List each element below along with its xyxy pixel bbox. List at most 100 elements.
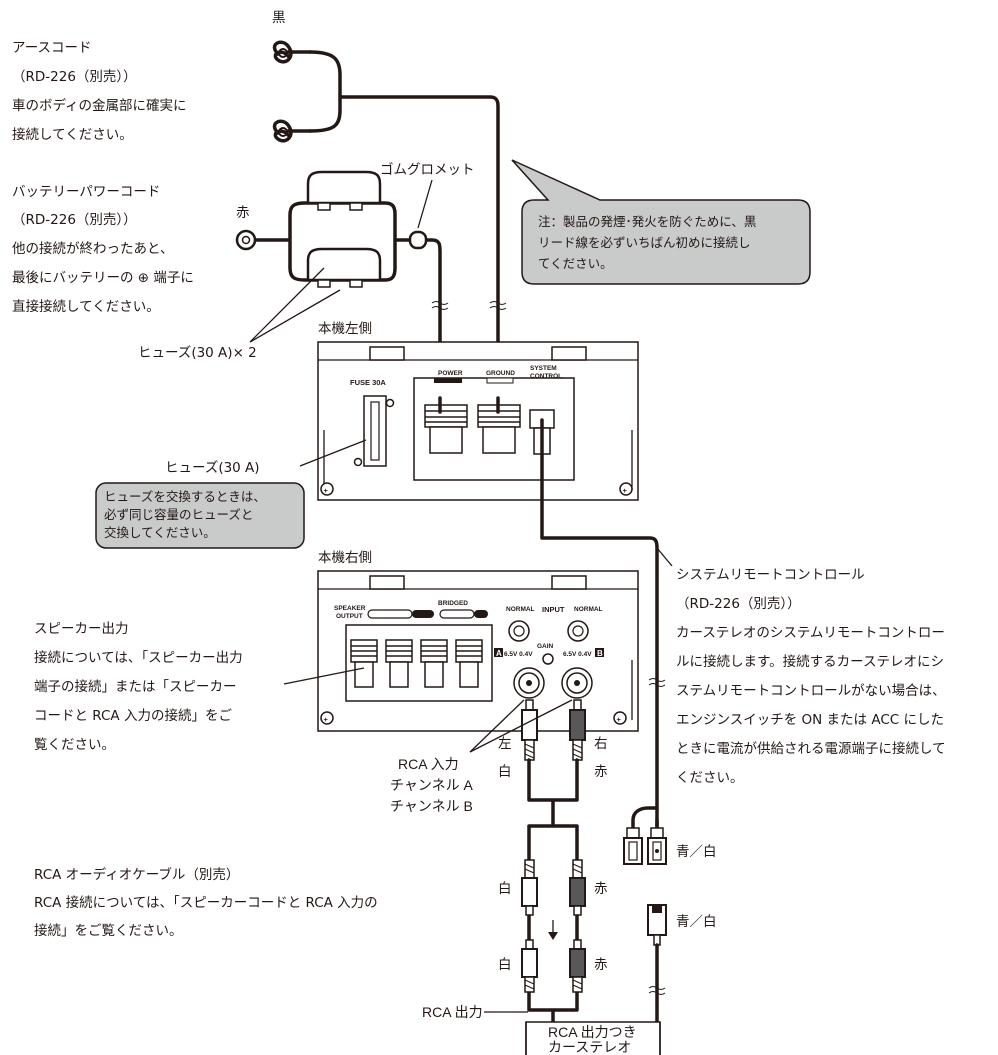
fuse-x2-label: ヒューズ(30 A)× 2 <box>138 345 257 361</box>
svg-text:+: + <box>324 715 329 724</box>
speaker-output-title: スピーカー出力 <box>34 621 129 637</box>
earth-cord-model: （RD-226（別売）） <box>12 69 137 85</box>
control-label: CONTROL <box>530 373 562 380</box>
remote-desc5: ときに電流が供給される電源端子に接続して <box>676 740 946 757</box>
remote-desc4: エンジンスイッチを ON または ACC にした <box>676 712 944 728</box>
earth-terminal-bottom <box>272 119 312 143</box>
earth-black-label: 黒 <box>272 10 286 26</box>
speaker-label: SPEAKER <box>334 605 366 612</box>
fuse-single-label: ヒューズ(30 A) <box>165 460 260 476</box>
normal-right-label: NORMAL <box>574 606 603 613</box>
remote-desc1: カーステレオのシステムリモートコントロー <box>676 625 945 641</box>
gain-knob-b-icon <box>567 620 589 642</box>
remote-wire <box>540 418 659 842</box>
battery-cord-title: バッテリーパワーコード <box>12 184 160 200</box>
speaker-output-desc4: 覧ください。 <box>34 736 115 753</box>
speaker-output-desc1: 接続については、「スピーカー出力 <box>34 649 243 666</box>
rca-cable-plug-white-icon <box>521 859 538 916</box>
earth-cord-title: アースコード <box>12 40 92 56</box>
earth-cord-desc1: 車のボディの金属部に確実に <box>12 97 187 114</box>
head-unit-line2: カーステレオ <box>548 1039 631 1055</box>
svg-text:+: + <box>617 715 622 724</box>
gain-values-a: 6.5V 0.4V <box>504 651 533 658</box>
earth-wire <box>308 50 500 400</box>
battery-ring-terminal-icon <box>235 229 290 251</box>
amp-right-panel: SPEAKER OUTPUT BRIDGED NORMAL INPUT NORM… <box>317 570 639 732</box>
bluewhite-label-1: 青／白 <box>676 844 717 860</box>
fuse-leader-1 <box>249 267 325 343</box>
rca-input-right-label: 右 <box>594 736 608 752</box>
speaker-output-desc2: 端子の接続」または「スピーカー <box>34 678 237 695</box>
rca-cable-plug-red-icon <box>569 859 586 916</box>
battery-cord-desc3: 直接接続してください。 <box>12 298 160 315</box>
plug-red-2: 赤 <box>594 957 608 973</box>
caution-callout: 注：製品の発煙･発火を防ぐために、黒 リード線を必ずいちばん初めに接続し てくだ… <box>511 159 811 285</box>
fuse-holder-upper-icon <box>306 170 382 211</box>
bridged-label: BRIDGED <box>438 600 468 607</box>
head-unit-box <box>525 1021 661 1055</box>
svg-text:+: + <box>324 486 329 495</box>
amp-left-panel: + + FUSE 30A POWER GROUND SYSTEM CONTROL <box>317 341 639 501</box>
plug-white-2: 白 <box>498 957 512 973</box>
rca-output-plug-red-icon <box>569 939 586 993</box>
rca-input-plug-white-icon <box>521 699 538 761</box>
system-label: SYSTEM <box>530 365 557 372</box>
gain-values-b: 6.5V 0.4V <box>563 651 592 658</box>
caution-line3: てください。 <box>538 256 613 271</box>
plug-white-1: 白 <box>498 881 512 897</box>
earth-terminal-top <box>272 40 312 64</box>
remote-connector-male-icon <box>647 904 667 1042</box>
remote-title: システムリモートコントロール <box>676 567 865 583</box>
ground-label: GROUND <box>486 370 515 377</box>
plug-red-1: 赤 <box>594 881 608 897</box>
head-unit-line1: RCA 出力つき <box>548 1024 637 1040</box>
fuse-callout-line3: 交換してください。 <box>104 525 216 540</box>
fuse-callout: ヒューズを交換するときは、 必ず同じ容量のヒューズと 交換してください。 <box>95 482 305 549</box>
rca-input-title: RCA 入力 <box>398 756 459 772</box>
rca-input-plug-red-icon <box>569 699 586 761</box>
gain-label: GAIN <box>537 643 554 650</box>
output-label: OUTPUT <box>336 613 363 620</box>
fuse30a-label: FUSE 30A <box>350 378 386 387</box>
rca-input-white-label: 白 <box>498 764 512 780</box>
fuse-callout-line1: ヒューズを交換するときは、 <box>104 489 266 504</box>
speaker-output-leader <box>283 667 365 685</box>
input-label: INPUT <box>542 605 565 614</box>
wire-break-marks-remote <box>648 678 666 995</box>
wire-break-marks <box>431 301 507 310</box>
battery-red-label: 赤 <box>236 205 250 221</box>
rca-cable-desc2: 接続」をご覧ください。 <box>34 922 183 939</box>
battery-cord-model: （RD-226（別売）） <box>12 212 137 228</box>
power-label: POWER <box>438 370 463 377</box>
bluewhite-label-2: 青／白 <box>676 914 717 930</box>
remote-model: （RD-226（別売）） <box>676 596 801 612</box>
left-side-title: 本機左側 <box>318 321 372 337</box>
caution-line2: リード線を必ずいちばん初めに接続し <box>538 235 751 250</box>
fuse-single-leader <box>299 439 367 467</box>
rca-input-left-label: 左 <box>498 736 512 752</box>
ch-b-label: B <box>597 649 603 658</box>
rca-connect-arrow-icon <box>548 932 558 940</box>
fuse-holder-lower-icon <box>306 247 382 288</box>
remote-leader <box>656 547 673 567</box>
remote-desc3: ステムリモートコントロールがない場合は、 <box>676 683 946 699</box>
remote-connector-female-icon <box>623 806 667 865</box>
remote-desc6: ください。 <box>676 770 744 786</box>
fuse-callout-line2: 必ず同じ容量のヒューズと <box>104 507 253 522</box>
earth-cord-desc2: 接続してください。 <box>12 126 133 143</box>
svg-text:+: + <box>623 486 628 495</box>
grommet-label: ゴムグロメット <box>380 161 475 178</box>
ch-a-label: A <box>496 649 502 658</box>
battery-cord-desc2: 最後にバッテリーの ⊕ 端子に <box>12 270 194 286</box>
rubber-grommet-icon <box>408 230 428 250</box>
speaker-output-desc3: コードと RCA 入力の接続」をご <box>34 707 232 724</box>
normal-left-label: NORMAL <box>506 606 535 613</box>
rca-input-red-label: 赤 <box>594 764 608 780</box>
right-side-title: 本機右側 <box>318 550 372 566</box>
rca-input-ch-a: チャンネル A <box>390 777 473 793</box>
rca-output-label: RCA 出力 <box>422 1004 483 1020</box>
rca-output-plug-white-icon <box>521 939 538 993</box>
rca-input-leader-2 <box>469 699 573 753</box>
grommet-leader <box>417 179 433 229</box>
